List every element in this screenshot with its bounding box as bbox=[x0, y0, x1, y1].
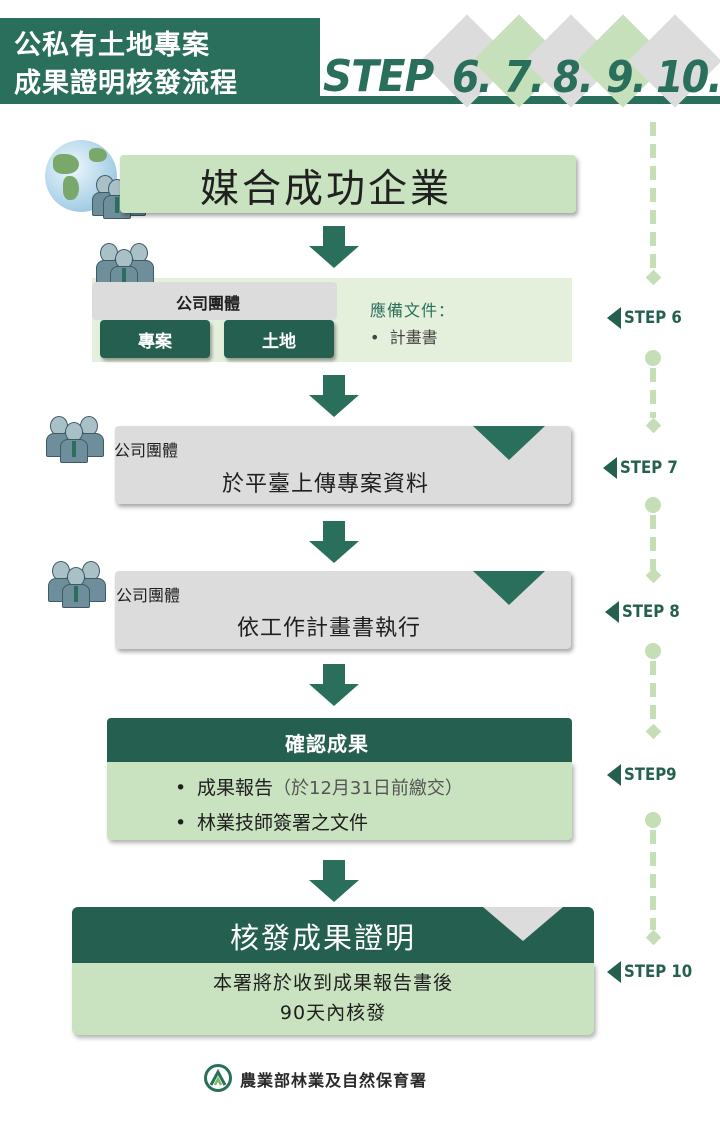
timeline-node bbox=[645, 643, 661, 659]
step5-bullet-report: •成果報告（於12月31日前繳交） bbox=[175, 777, 463, 799]
timeline-node bbox=[645, 812, 661, 828]
timeline-step-6: STEP 6 bbox=[624, 308, 682, 328]
report-deadline-note: （於12月31日前繳交） bbox=[273, 778, 463, 799]
header-title-line2: 成果證明核發流程 bbox=[14, 68, 238, 99]
people-icon bbox=[46, 416, 106, 466]
land-button: 土地 bbox=[224, 320, 334, 358]
flow-arrow-2-head bbox=[309, 395, 359, 417]
flow-arrow-2 bbox=[323, 375, 345, 395]
step3-title: 於平臺上傳專案資料 bbox=[222, 472, 430, 497]
timeline-node bbox=[645, 417, 662, 434]
required-docs-item: • 計畫書 bbox=[370, 324, 438, 348]
step-marker-icon bbox=[605, 601, 619, 623]
step-marker-icon bbox=[607, 764, 621, 786]
step5-body bbox=[107, 762, 572, 840]
step6-header bbox=[72, 907, 594, 963]
timeline-node bbox=[645, 497, 661, 513]
timeline-dash-4 bbox=[650, 661, 656, 726]
flow-arrow-3-head bbox=[309, 541, 359, 563]
timeline-dash-1 bbox=[650, 122, 656, 270]
header-step-number-6: 6. bbox=[452, 52, 493, 103]
required-docs-title: 應備文件： bbox=[370, 301, 456, 320]
chevron-down-icon bbox=[483, 907, 563, 941]
timeline-node bbox=[645, 269, 662, 286]
timeline-step-7: STEP 7 bbox=[620, 458, 678, 478]
chevron-down-icon bbox=[473, 571, 545, 605]
timeline-step-8: STEP 8 bbox=[622, 602, 680, 622]
flow-arrow-5 bbox=[323, 860, 345, 880]
timeline-step-9: STEP9 bbox=[624, 765, 677, 785]
step6-body bbox=[72, 963, 594, 1035]
step6-line2: 90天內核發 bbox=[279, 1002, 387, 1024]
agency-logo-icon bbox=[204, 1064, 232, 1092]
flow-arrow-3 bbox=[323, 521, 345, 541]
header-step-number-8: 8. bbox=[553, 52, 594, 103]
step3-company-label: 公司團體 bbox=[114, 441, 179, 460]
timeline-step-10: STEP 10 bbox=[624, 962, 693, 982]
step-marker-icon bbox=[607, 307, 621, 329]
header-step-number-9: 9. bbox=[606, 52, 647, 103]
flow-arrow-4 bbox=[323, 664, 345, 684]
timeline-node bbox=[645, 723, 662, 740]
step5-header bbox=[107, 718, 572, 762]
required-docs-item-text: 計畫書 bbox=[389, 328, 438, 347]
header-title-box bbox=[0, 18, 320, 104]
step2-company-label: 公司團體 bbox=[176, 294, 241, 313]
timeline-node bbox=[645, 929, 662, 946]
people-icon bbox=[48, 561, 108, 611]
flow-arrow-4-head bbox=[309, 684, 359, 706]
project-button: 專案 bbox=[100, 320, 210, 358]
flow-arrow-1 bbox=[323, 226, 345, 246]
step-marker-icon bbox=[603, 457, 617, 479]
step6-line1: 本署將於收到成果報告書後 bbox=[212, 972, 453, 994]
chevron-down-icon bbox=[473, 426, 545, 460]
header-step-number-7: 7. bbox=[504, 52, 545, 103]
timeline-node bbox=[645, 350, 661, 366]
step3-card bbox=[115, 426, 571, 504]
step5-title: 確認成果 bbox=[285, 732, 369, 756]
step1-title: 媒合成功企業 bbox=[200, 167, 453, 212]
flow-arrow-1-head bbox=[309, 246, 359, 268]
step4-card bbox=[115, 571, 571, 649]
header-title-line1: 公私有土地專案 bbox=[14, 30, 210, 61]
step2-company-pill bbox=[92, 282, 337, 320]
step1-banner bbox=[120, 155, 576, 213]
timeline-dash-2 bbox=[650, 368, 656, 418]
header-step-word: STEP bbox=[323, 51, 434, 102]
timeline-dash-3 bbox=[650, 515, 656, 570]
footer-organization: 農業部林業及自然保育署 bbox=[240, 1071, 428, 1090]
flow-arrow-5-head bbox=[309, 880, 359, 902]
timeline-dash-5 bbox=[650, 830, 656, 930]
step-marker-icon bbox=[607, 961, 621, 983]
step6-title: 核發成果證明 bbox=[230, 921, 417, 955]
step4-company-label: 公司團體 bbox=[116, 586, 181, 605]
step4-title: 依工作計畫書執行 bbox=[237, 616, 422, 641]
header-step-number-10: 10. bbox=[656, 52, 720, 103]
bullet: • bbox=[370, 328, 380, 347]
timeline-node bbox=[645, 567, 662, 584]
step5-bullet-forester: •林業技師簽署之文件 bbox=[175, 812, 369, 834]
